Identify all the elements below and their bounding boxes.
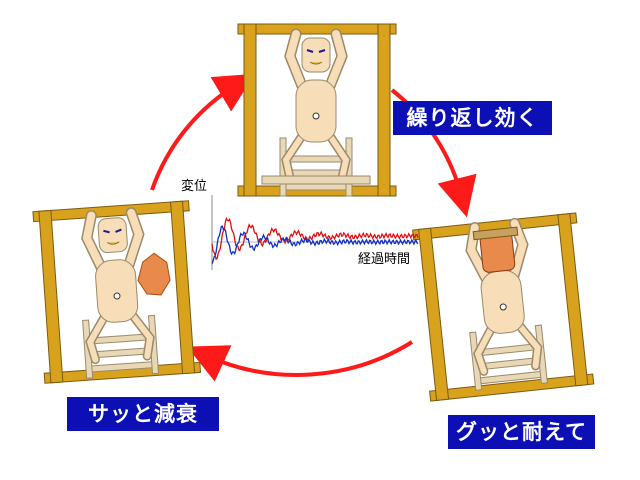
chart-xlabel: 経過時間: [358, 252, 410, 267]
label-repeat: 繰り返し効く: [393, 101, 552, 135]
chart-ylabel: 変位: [181, 178, 207, 194]
cycle-arrow-icon: [150, 73, 256, 191]
wooden-frame-icon: [412, 212, 595, 402]
impact-burst-icon: [137, 252, 171, 296]
label-endure: グッと耐えて: [448, 415, 595, 449]
series-red-line: [211, 216, 419, 261]
cycle-arrow-icon: [186, 340, 414, 382]
displacement-chart: 変位 経過時間: [181, 178, 419, 270]
wooden-frame-icon: [32, 200, 202, 383]
character-icon: [75, 212, 158, 379]
series-blue-line: [211, 225, 419, 264]
label-dampen: サッと減衰: [67, 397, 219, 431]
wooden-frame-icon: [237, 23, 397, 196]
cycle-arrow-icon: [390, 88, 477, 218]
character-icon: [280, 34, 352, 196]
